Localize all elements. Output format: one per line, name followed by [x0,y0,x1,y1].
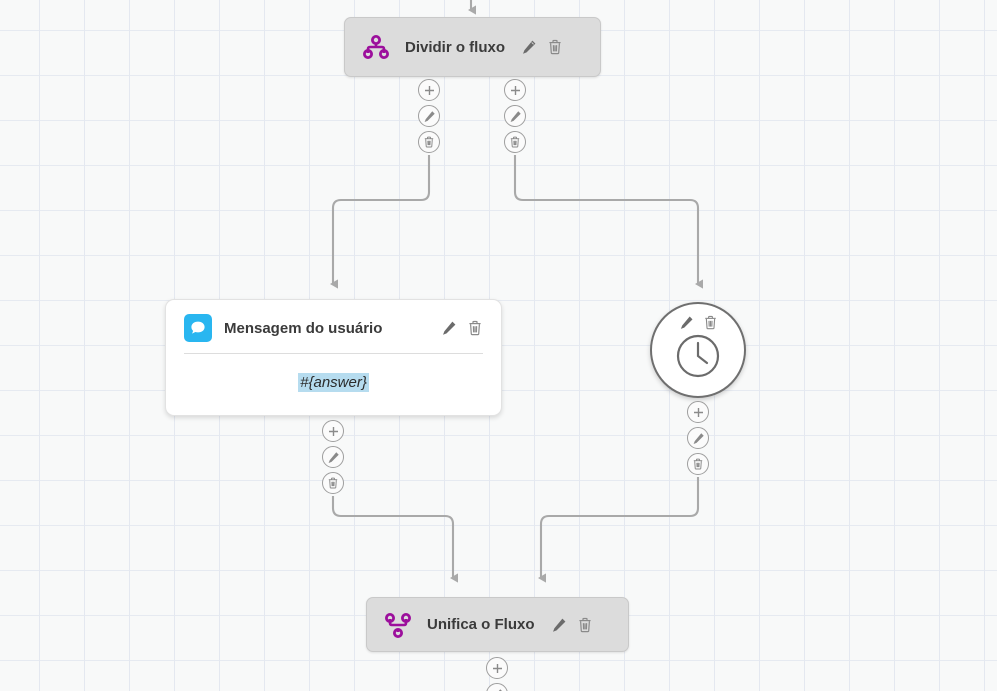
connector-actions-split-right[interactable] [504,79,526,153]
connector-actions-split-left[interactable] [418,79,440,153]
node-toolbar [679,315,718,330]
node-body: #{answer} [166,354,501,415]
edit-node-icon[interactable] [521,39,537,55]
add-step-button[interactable] [687,401,709,423]
add-step-button[interactable] [504,79,526,101]
node-toolbar [521,39,563,55]
edge-message-to-merge [331,496,458,583]
delete-node-icon[interactable] [547,39,563,55]
edit-step-button[interactable] [687,427,709,449]
delete-node-icon[interactable] [703,315,718,330]
delete-step-button[interactable] [322,472,344,494]
connector-actions-merge[interactable] [486,657,508,691]
edge-delay-to-merge [538,477,700,583]
edge-split-to-delay [513,155,703,289]
node-delay[interactable] [650,302,746,398]
delete-node-icon[interactable] [467,320,483,336]
edge-split-to-message [330,155,431,289]
edit-step-button[interactable] [486,683,508,691]
node-divider [184,353,483,354]
node-mensagem-do-usuario[interactable]: Mensagem do usuário [165,299,502,416]
connector-actions-delay[interactable] [687,401,709,475]
split-flow-icon [361,32,391,62]
edit-step-button[interactable] [418,105,440,127]
clock-icon [674,332,722,385]
edit-node-icon[interactable] [551,617,567,633]
add-step-button[interactable] [486,657,508,679]
node-title: Mensagem do usuário [224,319,383,337]
chat-bubble-icon [184,314,212,342]
connector-actions-message[interactable] [322,420,344,494]
edit-node-icon[interactable] [441,320,457,336]
node-title: Unifica o Fluxo [427,616,535,633]
node-header: Mensagem do usuário [166,300,501,342]
delete-node-icon[interactable] [577,617,593,633]
add-step-button[interactable] [418,79,440,101]
delete-step-button[interactable] [418,131,440,153]
add-step-button[interactable] [322,420,344,442]
variable-token: #{answer} [298,373,369,392]
merge-flow-icon [383,610,413,640]
delete-step-button[interactable] [687,453,709,475]
edit-step-button[interactable] [322,446,344,468]
node-toolbar [551,617,593,633]
node-dividir-o-fluxo[interactable]: Dividir o fluxo [344,17,601,77]
edit-step-button[interactable] [504,105,526,127]
delete-step-button[interactable] [504,131,526,153]
edit-node-icon[interactable] [679,315,694,330]
node-unifica-o-fluxo[interactable]: Unifica o Fluxo [366,597,629,652]
node-toolbar [441,320,483,336]
node-title: Dividir o fluxo [405,38,506,56]
